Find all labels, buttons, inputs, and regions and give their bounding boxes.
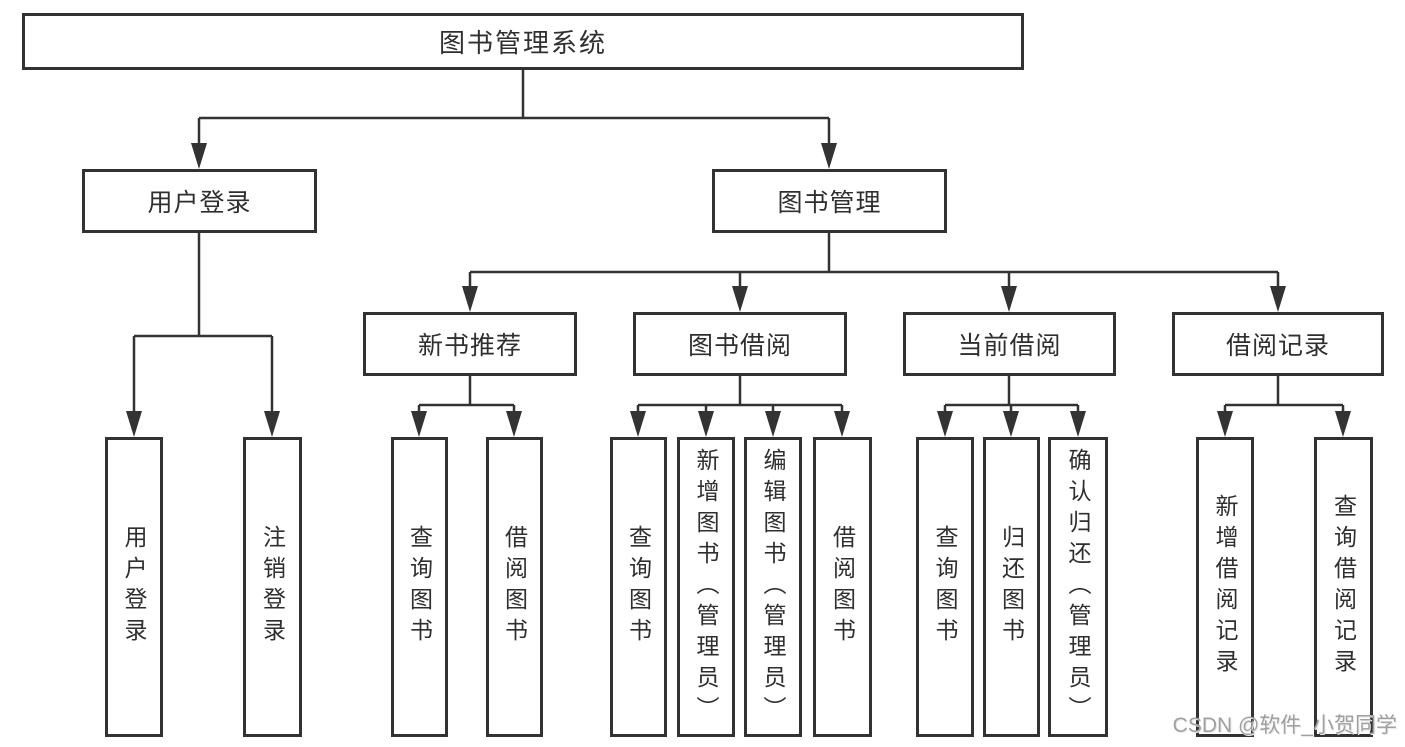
node-book-management: 图书管理 [712, 169, 947, 233]
leaf-edit-book-admin: 编辑图书（管理员） [744, 437, 802, 737]
leaf-borrow-books-label: 借阅图书 [829, 525, 856, 649]
leaf-query-borrow-record-label: 查询借阅记录 [1330, 494, 1357, 680]
node-root: 图书管理系统 [22, 13, 1024, 70]
leaf-edit-book-admin-label: 编辑图书（管理员） [760, 447, 786, 727]
node-root-label: 图书管理系统 [438, 28, 607, 58]
node-new-book-recommend: 新书推荐 [363, 312, 577, 376]
node-new-book-recommend-label: 新书推荐 [417, 332, 522, 360]
node-user-login-label: 用户登录 [147, 189, 252, 217]
node-book-borrow-label: 图书借阅 [687, 332, 792, 360]
leaf-borrow-books-recommend-label: 借阅图书 [501, 525, 528, 649]
csdn-watermark: CSDN @软件_小贺同学 [1172, 714, 1397, 737]
node-borrow-records: 借阅记录 [1172, 312, 1384, 376]
leaf-logout: 注销登录 [243, 437, 302, 737]
leaf-query-books-borrow-label: 查询图书 [625, 525, 652, 649]
leaf-user-login-label: 用户登录 [121, 525, 147, 649]
leaf-query-books-recommend: 查询图书 [391, 437, 448, 737]
leaf-add-borrow-record-label: 新增借阅记录 [1212, 494, 1238, 680]
node-book-management-label: 图书管理 [777, 189, 882, 217]
node-borrow-records-label: 借阅记录 [1225, 332, 1330, 360]
leaf-logout-label: 注销登录 [259, 525, 286, 649]
leaf-confirm-return-admin: 确认归还（管理员） [1048, 437, 1108, 737]
node-current-borrow-label: 当前借阅 [957, 332, 1062, 360]
leaf-borrow-books: 借阅图书 [813, 437, 872, 737]
leaf-confirm-return-admin-label: 确认归还（管理员） [1065, 447, 1091, 727]
leaf-user-login: 用户登录 [105, 437, 163, 737]
leaf-return-book-label: 归还图书 [998, 525, 1025, 649]
node-user-login: 用户登录 [82, 169, 317, 233]
leaf-query-books-current-label: 查询图书 [932, 525, 958, 649]
leaf-add-book-admin-label: 新增图书（管理员） [693, 447, 719, 727]
node-current-borrow: 当前借阅 [903, 312, 1116, 376]
leaf-query-books-current: 查询图书 [916, 437, 974, 737]
node-book-borrow: 图书借阅 [633, 312, 847, 376]
leaf-query-books-borrow: 查询图书 [610, 437, 667, 737]
leaf-query-borrow-record: 查询借阅记录 [1314, 437, 1373, 737]
leaf-query-books-recommend-label: 查询图书 [406, 525, 433, 649]
leaf-add-book-admin: 新增图书（管理员） [677, 437, 735, 737]
leaf-add-borrow-record: 新增借阅记录 [1196, 437, 1254, 737]
leaf-borrow-books-recommend: 借阅图书 [486, 437, 543, 737]
leaf-return-book: 归还图书 [983, 437, 1040, 737]
arrowheads [126, 143, 1351, 437]
